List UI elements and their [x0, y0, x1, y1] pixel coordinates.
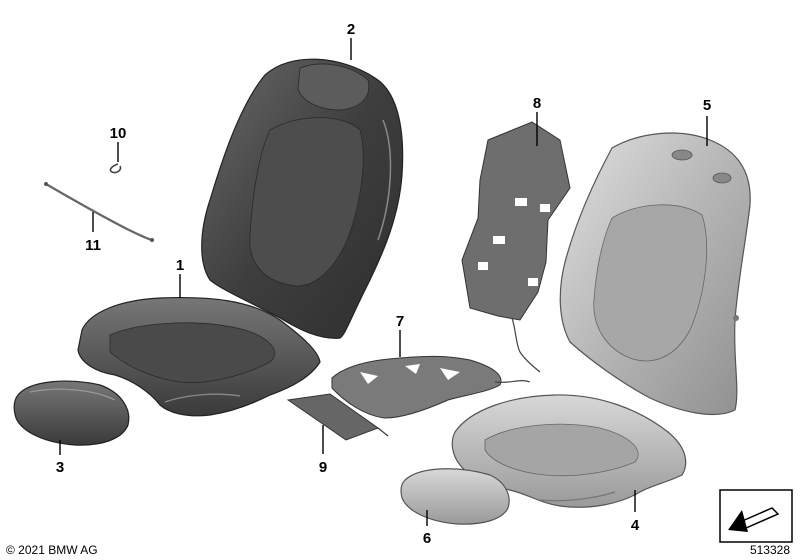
callout-6: 6: [423, 530, 431, 547]
callout-11: 11: [85, 237, 101, 254]
callout-4: 4: [631, 517, 640, 534]
backrest-heating-element: [461, 121, 571, 373]
callout-2: 2: [347, 21, 355, 38]
callout-10: 10: [110, 125, 127, 142]
callout-9: 9: [319, 459, 327, 476]
callout-1: 1: [176, 257, 184, 274]
insert-pad: [286, 393, 389, 441]
callout-5: 5: [703, 97, 711, 114]
hook-clip: [109, 163, 122, 174]
callout-7: 7: [396, 313, 404, 330]
thigh-support-foam: [400, 468, 510, 525]
callouts: 1 2 3 4 5 6 7 8 9 10 11: [56, 21, 711, 547]
tension-wire: [44, 182, 154, 242]
seat-cushion-cover: [77, 296, 321, 417]
copyright-text: © 2021 BMW AG: [6, 543, 98, 557]
orientation-symbol: [719, 489, 793, 543]
backrest-cover: [201, 58, 404, 339]
callout-8: 8: [533, 95, 541, 112]
leader-lines: [59, 38, 708, 526]
diagram-number: 513328: [750, 543, 790, 557]
seat-cushion-foam: [451, 394, 687, 508]
backrest-foam: [559, 132, 751, 416]
seat-heating-element: [331, 355, 531, 419]
callout-3: 3: [56, 459, 64, 476]
thigh-support-cover: [13, 380, 130, 446]
